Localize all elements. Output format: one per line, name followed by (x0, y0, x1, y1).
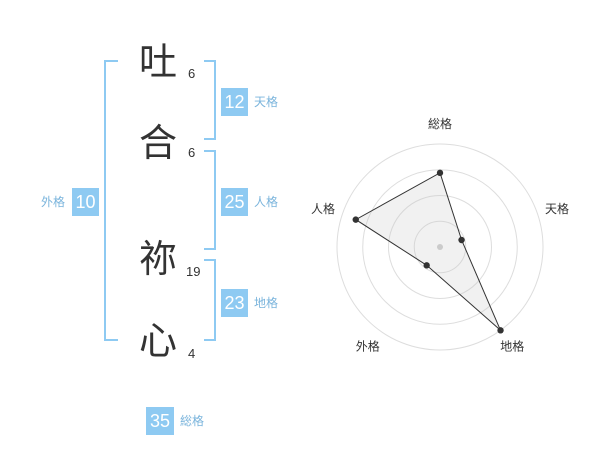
radar-ring (388, 195, 492, 299)
radar-point (497, 327, 504, 334)
radar-rings (336, 143, 544, 351)
radar-point (458, 236, 465, 244)
name-char-1: 吐 (139, 40, 178, 84)
radar-point (436, 169, 444, 177)
tenkaku-label: 天格 (254, 95, 279, 109)
chikaku-bracket (204, 259, 216, 341)
name-char-2-strokes: 6 (188, 145, 196, 160)
soukaku-label: 総格 (180, 414, 205, 428)
tenkaku-value: 12 (221, 88, 248, 116)
name-char-4: 心 (139, 319, 178, 363)
jinkaku-value: 25 (221, 188, 248, 216)
radar-point (423, 262, 430, 269)
radar-axis-label: 人格 (311, 201, 335, 216)
jinkaku-bracket (204, 150, 216, 250)
radar-data-polygon (354, 172, 501, 331)
soukaku-value: 35 (146, 407, 174, 435)
name-char-3-strokes: 19 (186, 264, 201, 279)
radar-ring (336, 143, 544, 351)
name-char-4-strokes: 4 (188, 346, 196, 361)
tenkaku-bracket (204, 60, 216, 140)
radar-axis-label: 外格 (356, 339, 380, 354)
radar-axis-label: 地格 (500, 339, 524, 354)
radar-axis-label: 天格 (545, 201, 569, 216)
name-char-3: 祢 (139, 237, 178, 281)
radar-points (352, 169, 504, 334)
radar-ring (413, 220, 467, 274)
gaikaku-bracket (104, 60, 118, 341)
radar-center (437, 244, 443, 250)
chikaku-value: 23 (221, 289, 248, 317)
radar-axis-label: 総格 (428, 116, 452, 131)
name-char-1-strokes: 6 (188, 66, 196, 81)
name-char-2: 合 (139, 121, 178, 165)
gaikaku-label: 外格 (41, 195, 66, 209)
jinkaku-label: 人格 (254, 195, 279, 209)
gaikaku-value: 10 (72, 188, 99, 216)
chikaku-label: 地格 (254, 296, 279, 310)
radar-point (352, 216, 359, 223)
